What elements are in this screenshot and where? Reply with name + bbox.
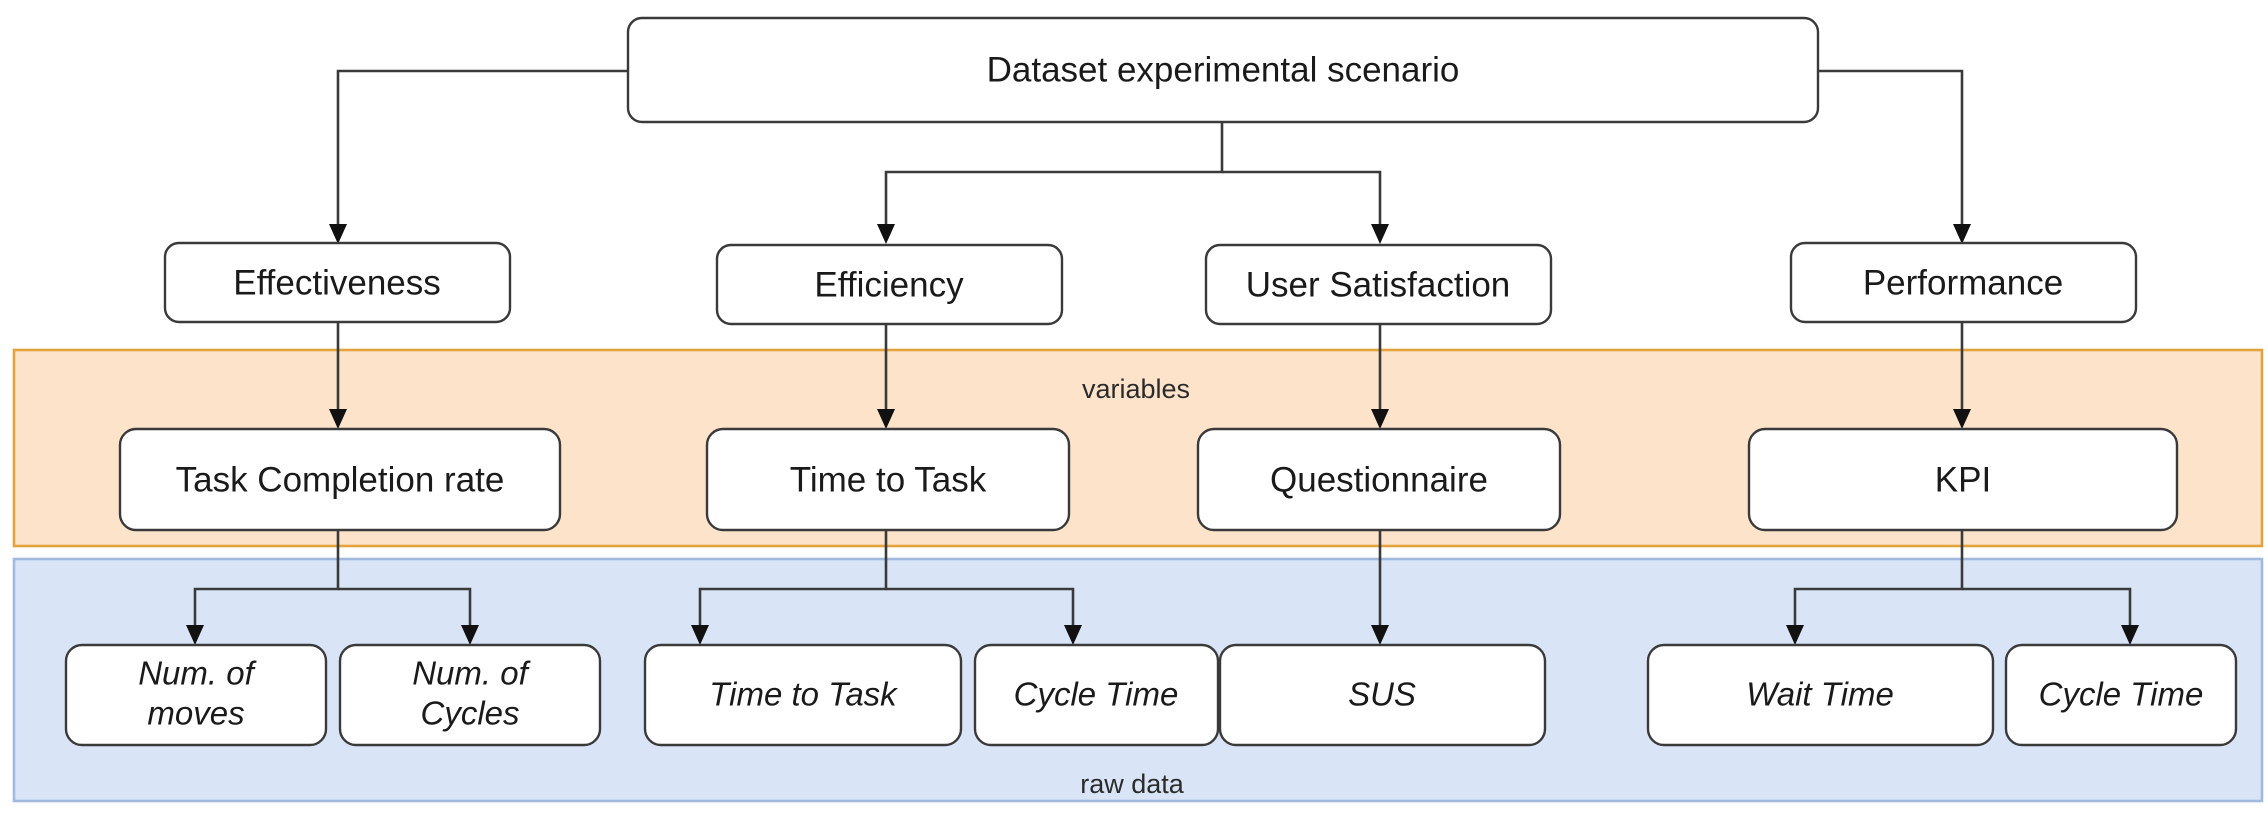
node-cycle-time-raw-kpi[interactable]: Cycle Time (2004, 643, 2238, 747)
node-user-satisfaction-label: User Satisfaction (1246, 265, 1511, 304)
node-efficiency-rect[interactable] (715, 243, 1064, 326)
arrowhead-icon (329, 409, 347, 429)
node-dataset-experimental-scenario-rect[interactable] (626, 16, 1820, 124)
node-wait-time[interactable]: Wait Time (1646, 643, 1995, 747)
arrowhead-icon (461, 625, 479, 645)
connector-time-to-task-to-time-to-task-raw (691, 530, 888, 645)
node-task-completion-rate-label: Task Completion rate (176, 460, 505, 499)
connector-efficiency-to-time-to-task (877, 322, 895, 429)
node-kpi[interactable]: KPI (1747, 427, 2179, 532)
node-questionnaire-label: Questionnaire (1270, 460, 1488, 499)
node-effectiveness[interactable]: Effectiveness (163, 241, 512, 324)
connector-root-to-user-satisfaction (1222, 170, 1389, 244)
node-cycle-time-raw-efficiency-rect[interactable] (973, 643, 1220, 747)
node-questionnaire-rect[interactable] (1196, 427, 1562, 532)
arrowhead-icon (1953, 224, 1971, 244)
arrowhead-icon (1371, 409, 1389, 429)
node-performance-label: Performance (1863, 263, 2063, 302)
node-sus[interactable]: SUS (1218, 643, 1547, 747)
connector-effectiveness-to-task-completion-rate (329, 322, 347, 429)
node-wait-time-label: Wait Time (1746, 676, 1894, 713)
node-cycle-time-raw-efficiency[interactable]: Cycle Time (973, 643, 1220, 747)
node-num-of-cycles[interactable]: Num. of Cycles (338, 643, 602, 747)
node-time-to-task-rect[interactable] (705, 427, 1071, 532)
node-cycle-time-raw-kpi-rect[interactable] (2004, 643, 2238, 747)
node-cycle-time-raw-efficiency-label: Cycle Time (1014, 676, 1179, 713)
arrowhead-icon (1786, 625, 1804, 645)
node-questionnaire[interactable]: Questionnaire (1196, 427, 1562, 532)
connector-kpi-to-cycle-time (1962, 587, 2139, 645)
connector-task-completion-rate-to-num-of-cycles (338, 587, 479, 645)
arrowhead-icon (1371, 224, 1389, 244)
node-time-to-task-raw-label: Time to Task (709, 676, 898, 713)
connector-questionnaire-to-sus (1371, 530, 1389, 645)
connector-user-satisfaction-to-questionnaire (1371, 322, 1389, 429)
node-time-to-task[interactable]: Time to Task (705, 427, 1071, 532)
node-num-of-moves[interactable]: Num. of moves (64, 643, 328, 747)
arrowhead-icon (329, 224, 347, 244)
connector-root-to-efficiency (877, 122, 1224, 244)
arrowhead-icon (877, 224, 895, 244)
node-dataset-experimental-scenario-label: Dataset experimental scenario (987, 50, 1460, 89)
node-time-to-task-raw-rect[interactable] (643, 643, 963, 747)
arrowhead-icon (691, 625, 709, 645)
node-sus-label: SUS (1348, 676, 1416, 713)
node-efficiency[interactable]: Efficiency (715, 243, 1064, 326)
connector-performance-to-kpi (1953, 322, 1971, 429)
node-dataset-experimental-scenario[interactable]: Dataset experimental scenario (626, 16, 1820, 124)
node-effectiveness-label: Effectiveness (233, 263, 441, 302)
node-task-completion-rate-rect[interactable] (118, 427, 562, 532)
node-kpi-label: KPI (1935, 460, 1991, 499)
connector-root-to-performance (1818, 69, 1971, 244)
node-user-satisfaction[interactable]: User Satisfaction (1204, 243, 1553, 326)
node-num-of-cycles-rect[interactable] (338, 643, 602, 747)
arrowhead-icon (2121, 625, 2139, 645)
node-num-of-moves-label-line2: moves (147, 695, 244, 732)
node-num-of-cycles-label-line1: Num. of (412, 655, 531, 692)
raw-data-band-label: raw data (1080, 769, 1185, 799)
node-user-satisfaction-rect[interactable] (1204, 243, 1553, 326)
connector-kpi-to-wait-time (1786, 530, 1964, 645)
node-num-of-moves-rect[interactable] (64, 643, 328, 747)
node-time-to-task-raw[interactable]: Time to Task (643, 643, 963, 747)
connector-root-to-effectiveness (329, 69, 628, 244)
node-num-of-moves-label-line1: Num. of (138, 655, 257, 692)
arrowhead-icon (877, 409, 895, 429)
variables-band-label: variables (1082, 374, 1190, 404)
node-efficiency-label: Efficiency (814, 265, 964, 304)
node-kpi-rect[interactable] (1747, 427, 2179, 532)
arrowhead-icon (1953, 409, 1971, 429)
node-effectiveness-rect[interactable] (163, 241, 512, 324)
arrowhead-icon (186, 625, 204, 645)
node-time-to-task-label: Time to Task (790, 460, 987, 499)
connector-task-completion-rate-to-num-of-moves (186, 530, 340, 645)
connector-time-to-task-to-cycle-time-raw (886, 587, 1082, 645)
node-performance[interactable]: Performance (1789, 241, 2138, 324)
node-num-of-cycles-label-line2: Cycles (420, 695, 519, 732)
node-cycle-time-raw-kpi-label: Cycle Time (2039, 676, 2204, 713)
node-performance-rect[interactable] (1789, 241, 2138, 324)
node-wait-time-rect[interactable] (1646, 643, 1995, 747)
arrowhead-icon (1064, 625, 1082, 645)
node-task-completion-rate[interactable]: Task Completion rate (118, 427, 562, 532)
node-sus-rect[interactable] (1218, 643, 1547, 747)
arrowhead-icon (1371, 625, 1389, 645)
